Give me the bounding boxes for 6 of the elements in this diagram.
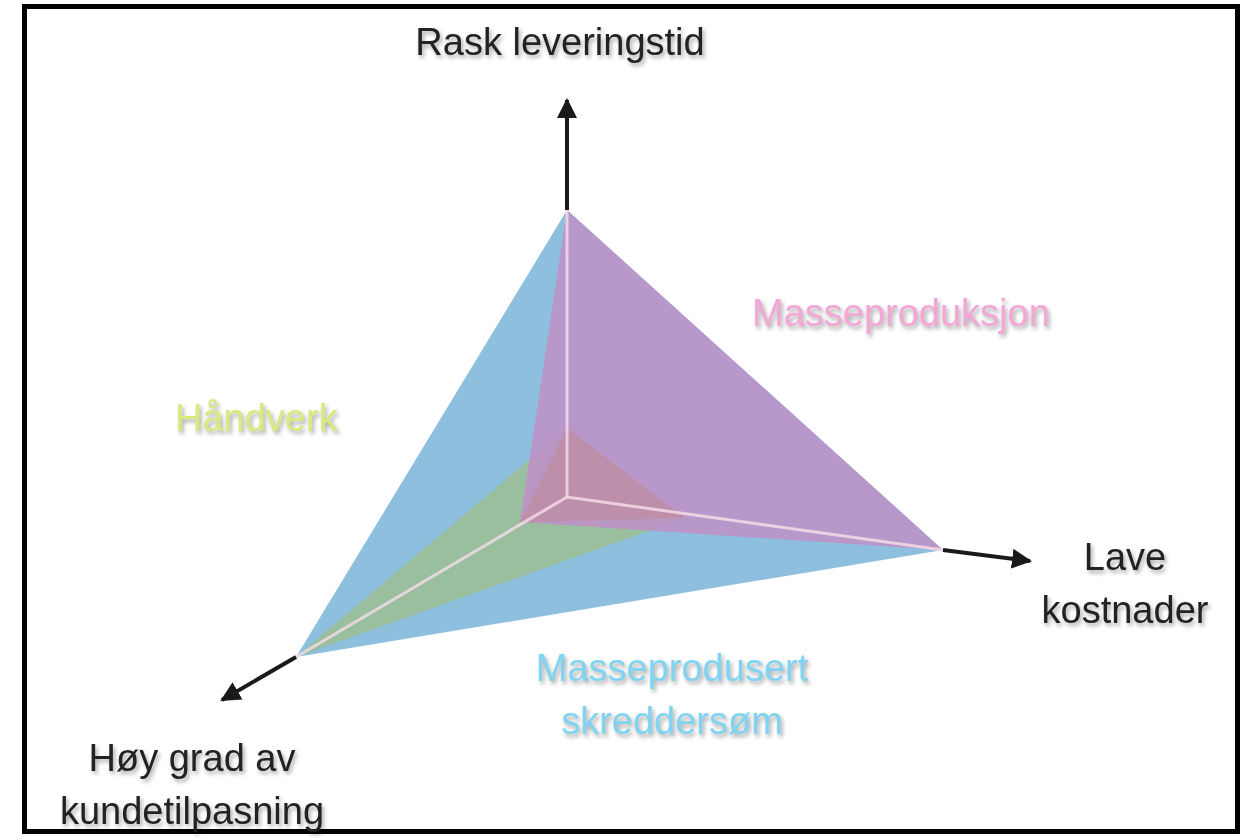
region-label: Masseproduksjon [752,291,1051,336]
region-label: Masseprodusert skreddersøm [534,646,810,744]
region-label: Håndverk [175,396,339,441]
axis-label: Rask leveringstid [414,20,706,65]
axis-label: Høy grad av kundetilpasning [58,736,326,834]
axis-label: Lave kostnader [1040,535,1210,633]
